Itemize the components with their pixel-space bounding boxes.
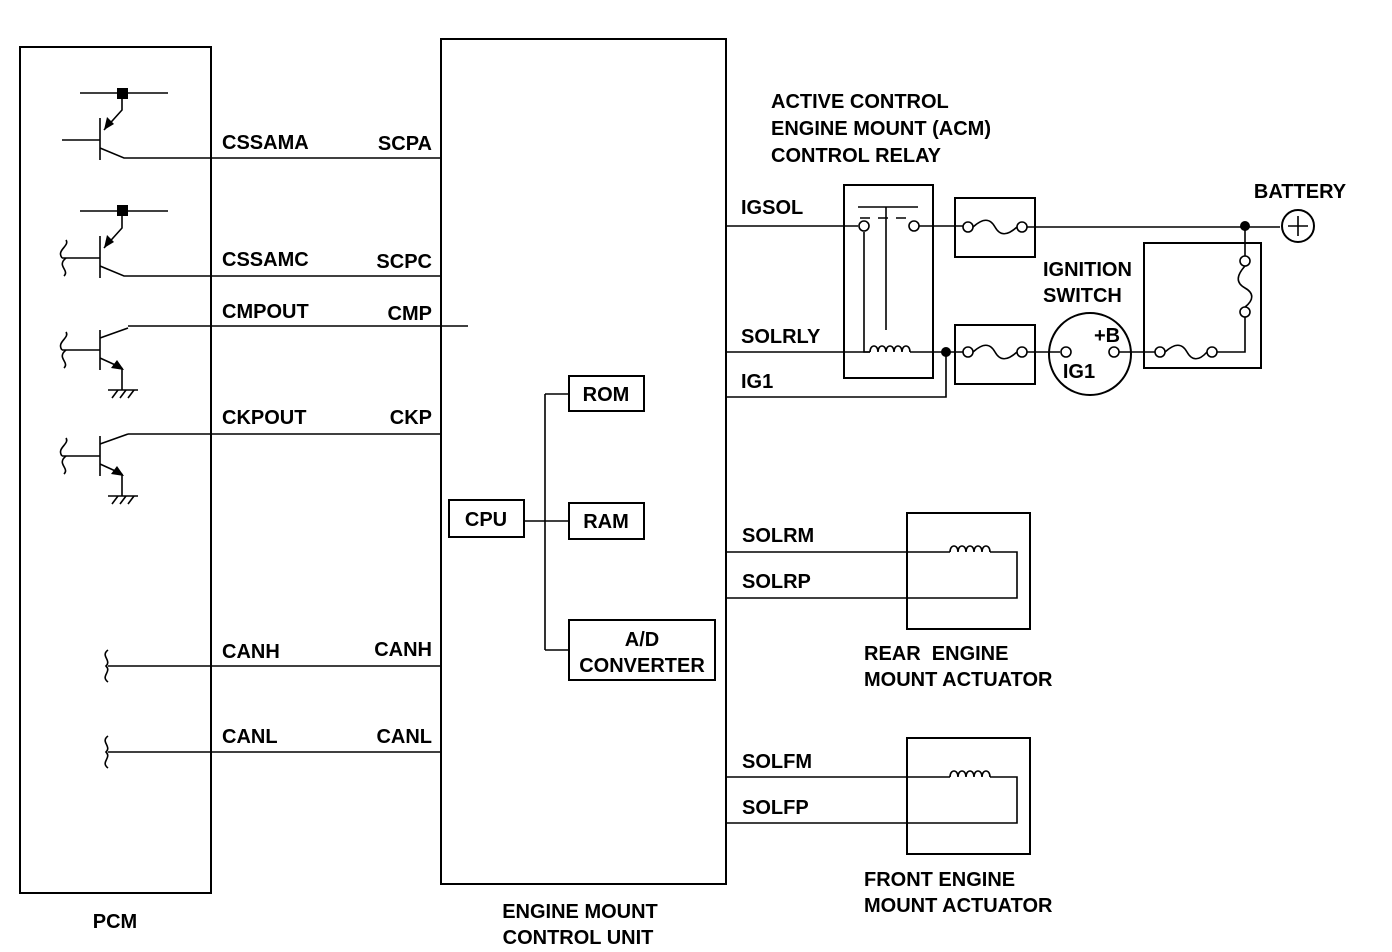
battery-symbol xyxy=(1281,209,1315,243)
signal-solrly: SOLRLY xyxy=(741,326,821,348)
pcm-transistor-cssama xyxy=(62,88,440,160)
relay-title-line3: CONTROL RELAY xyxy=(771,145,942,167)
rear-actuator-label-line2: MOUNT ACTUATOR xyxy=(864,669,1053,691)
rear-engine-mount-actuator xyxy=(726,512,1031,630)
cpu-bus xyxy=(524,393,569,651)
signal-scpa: SCPA xyxy=(378,133,432,155)
fuse-ig1 xyxy=(946,324,1060,385)
acm-control-relay xyxy=(726,184,970,379)
signal-ig1: IG1 xyxy=(741,371,773,393)
signal-cmpout: CMPOUT xyxy=(222,301,309,323)
signal-canh-ecu: CANH xyxy=(374,639,432,661)
signal-ckpout: CKPOUT xyxy=(222,407,306,429)
ram-label: RAM xyxy=(583,511,629,533)
cpu-box xyxy=(448,499,525,538)
ignition-switch-label-line1: IGNITION xyxy=(1043,259,1132,281)
ecu-box xyxy=(440,38,727,885)
ignition-switch-label-line2: SWITCH xyxy=(1043,285,1122,307)
ignition-switch-b-terminal: +B xyxy=(1094,325,1120,347)
rear-actuator-label-line1: REAR ENGINE xyxy=(864,643,1008,665)
fuse-top xyxy=(954,197,1280,258)
ig1-wire xyxy=(726,352,947,398)
ad-converter-label-line2: CONVERTER xyxy=(579,655,705,677)
relay-title-line1: ACTIVE CONTROL xyxy=(771,91,949,113)
pcm-label: PCM xyxy=(93,911,137,933)
signal-canh-pcm: CANH xyxy=(222,641,280,663)
pcm-transistor-cmpout xyxy=(59,325,468,399)
cpu-label: CPU xyxy=(465,509,507,531)
signal-scpc: SCPC xyxy=(376,251,432,273)
ad-converter-label-line1: A/D xyxy=(625,629,659,651)
signal-ckp: CKP xyxy=(390,407,432,429)
signal-cssamc: CSSAMC xyxy=(222,249,309,271)
rom-label: ROM xyxy=(583,384,630,406)
ignition-switch-ig1-terminal: IG1 xyxy=(1063,361,1095,383)
signal-solrm: SOLRM xyxy=(742,525,814,547)
ignition-switch xyxy=(1048,312,1132,396)
front-engine-mount-actuator xyxy=(726,737,1031,855)
pcm-box xyxy=(19,46,212,894)
signal-solrp: SOLRP xyxy=(742,571,811,593)
signal-cmp: CMP xyxy=(388,303,432,325)
signal-cssama: CSSAMA xyxy=(222,132,309,154)
front-actuator-label-line1: FRONT ENGINE xyxy=(864,869,1015,891)
ecu-label-line2: CONTROL UNIT xyxy=(503,927,654,949)
signal-solfm: SOLFM xyxy=(742,751,812,773)
can-l-line xyxy=(104,735,440,769)
front-actuator-label-line2: MOUNT ACTUATOR xyxy=(864,895,1053,917)
can-h-line xyxy=(104,649,440,683)
signal-canl-ecu: CANL xyxy=(376,726,432,748)
ecu-label-line1: ENGINE MOUNT xyxy=(502,901,658,923)
signal-solfp: SOLFP xyxy=(742,797,809,819)
signal-canl-pcm: CANL xyxy=(222,726,278,748)
fuse-main xyxy=(1143,226,1262,369)
battery-label: BATTERY xyxy=(1254,181,1347,203)
pcm-transistor-cssamc xyxy=(59,205,440,278)
relay-title-line2: ENGINE MOUNT (ACM) xyxy=(771,118,991,140)
pcm-transistor-ckpout xyxy=(59,433,440,505)
signal-igsol: IGSOL xyxy=(741,197,803,219)
